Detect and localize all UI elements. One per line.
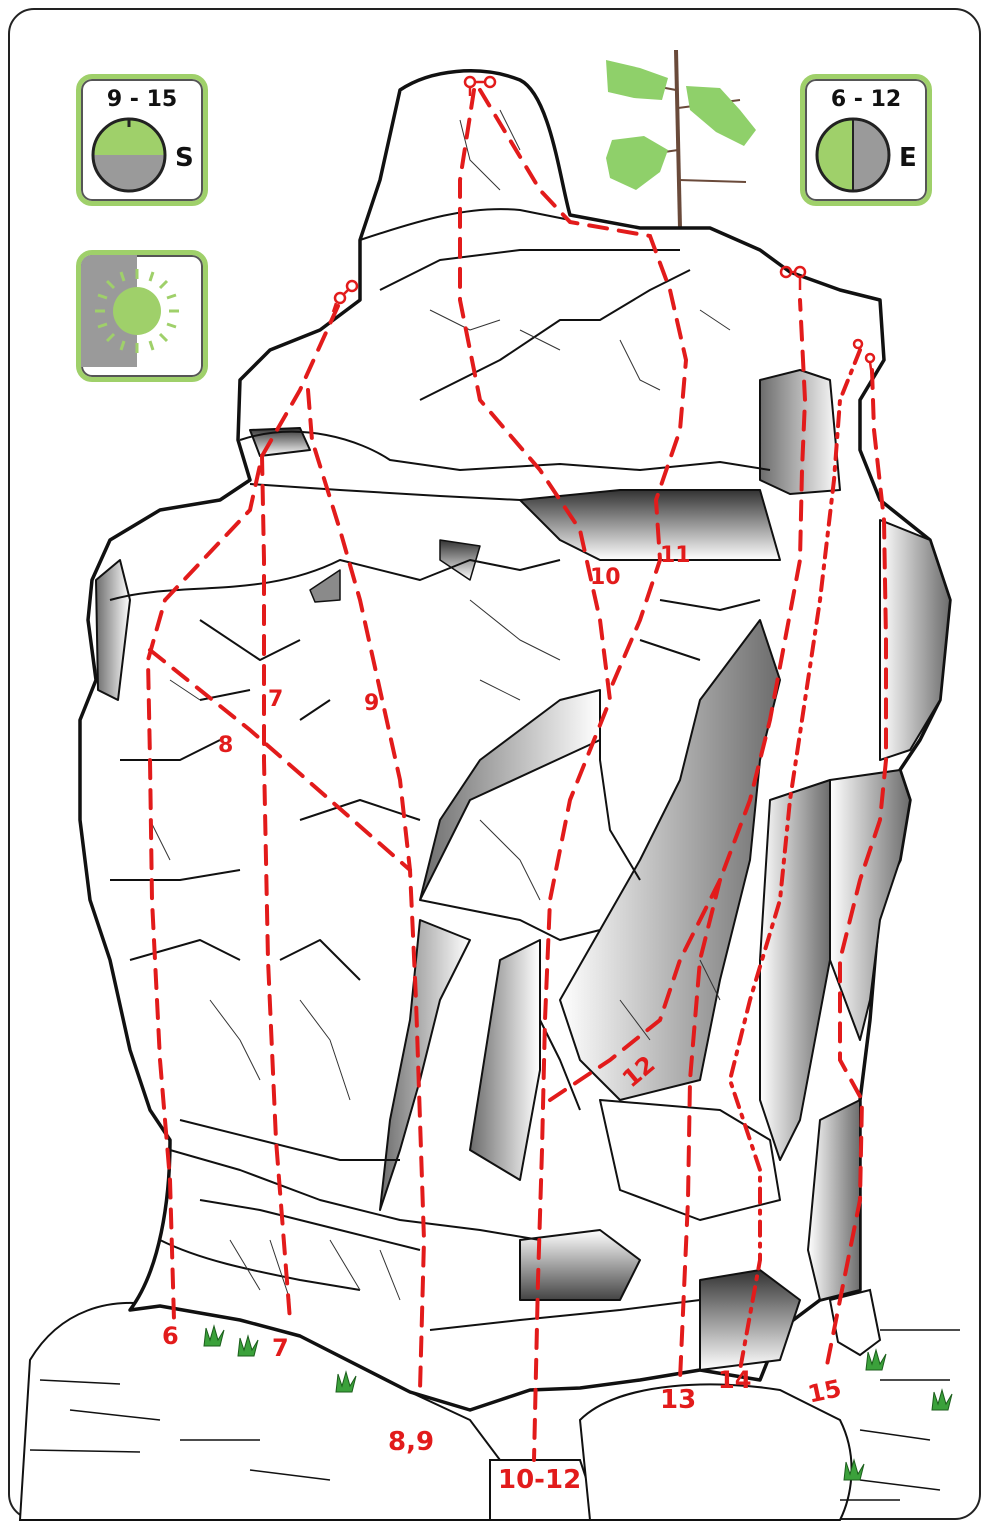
route-label-13: 13 bbox=[660, 1385, 696, 1415]
route-label-10-12: 10-12 bbox=[498, 1465, 581, 1495]
tree-illustration bbox=[606, 50, 756, 228]
route-label-8-9: 8,9 bbox=[388, 1427, 434, 1457]
route-label-15: 15 bbox=[805, 1374, 843, 1408]
route-label-9: 9 bbox=[364, 691, 379, 716]
route-label-11: 11 bbox=[660, 543, 691, 568]
route-label-10: 10 bbox=[590, 565, 621, 590]
route-label-7: 7 bbox=[268, 687, 283, 712]
rock-formation bbox=[80, 71, 950, 1410]
route-label-14: 14 bbox=[718, 1366, 751, 1394]
route-label-8: 8 bbox=[218, 733, 233, 758]
route-label-6: 6 bbox=[162, 1322, 179, 1350]
route-label-7-base: 7 bbox=[272, 1334, 289, 1362]
